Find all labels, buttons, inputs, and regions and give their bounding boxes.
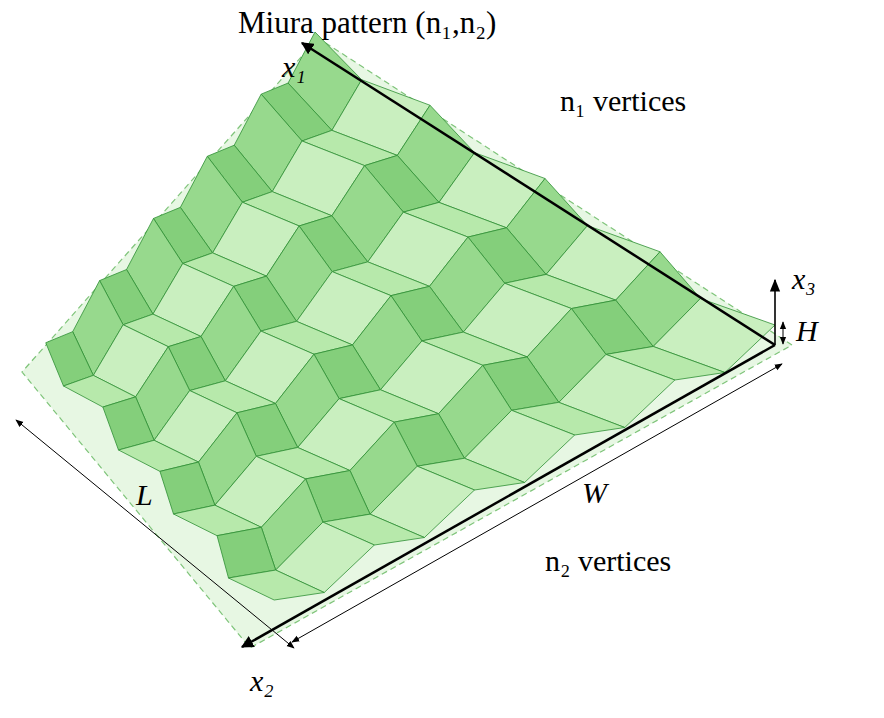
figure-title: Miura pattern (n₁,n₂) <box>238 6 496 40</box>
vertex-count-label: n₂ vertices <box>545 544 671 577</box>
vertex-count-label: n₁ vertices <box>560 84 686 117</box>
x3-axis <box>774 280 776 345</box>
axis-label: x₃ <box>792 262 816 295</box>
miura-face <box>229 570 325 600</box>
x1-axis <box>302 43 775 345</box>
width-dimension <box>292 364 782 642</box>
miura-face <box>217 527 276 578</box>
dimension-label: W <box>582 476 607 509</box>
axis-label: x₂ <box>250 664 274 697</box>
miura-faces <box>46 32 775 600</box>
dimension-label: L <box>136 478 153 511</box>
height-dimension <box>783 322 784 344</box>
base-plane <box>22 38 792 648</box>
miura-face <box>160 462 215 514</box>
axis-label: x₁ <box>282 50 306 83</box>
x2-axis <box>242 345 775 647</box>
length-dimension <box>16 420 294 648</box>
dimension-label: H <box>796 314 818 347</box>
